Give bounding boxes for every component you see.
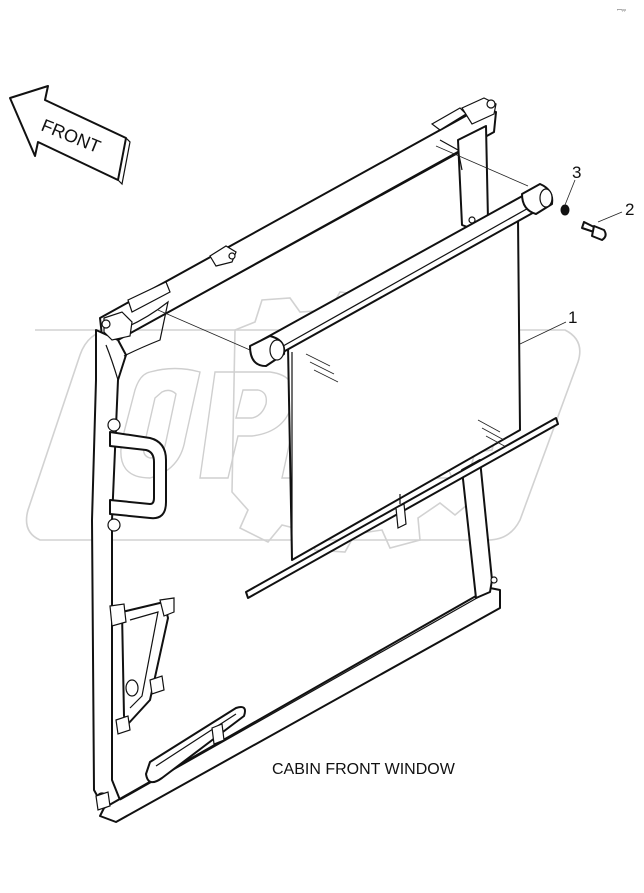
washer-part-3 xyxy=(560,204,570,216)
grab-handle xyxy=(107,418,167,532)
callout-1: 1 xyxy=(519,308,577,345)
diagram-caption: CABIN FRONT WINDOW xyxy=(272,761,456,778)
callout-number-2: 2 xyxy=(625,200,634,219)
cabin-front-frame xyxy=(91,97,501,823)
roller-blind-assembly xyxy=(157,145,559,599)
lower-handle-bar xyxy=(145,706,246,784)
callout-number-3: 3 xyxy=(572,163,581,182)
callout-number-1: 1 xyxy=(568,308,577,327)
corner-mark: ꟷ⸗⸗ xyxy=(617,8,626,14)
front-direction-arrow: FRONT xyxy=(9,85,131,186)
hinge-plate xyxy=(109,597,175,735)
callout-2: 2 xyxy=(597,200,634,223)
bolt-part-2 xyxy=(581,221,607,241)
callout-3: 3 xyxy=(564,163,581,206)
